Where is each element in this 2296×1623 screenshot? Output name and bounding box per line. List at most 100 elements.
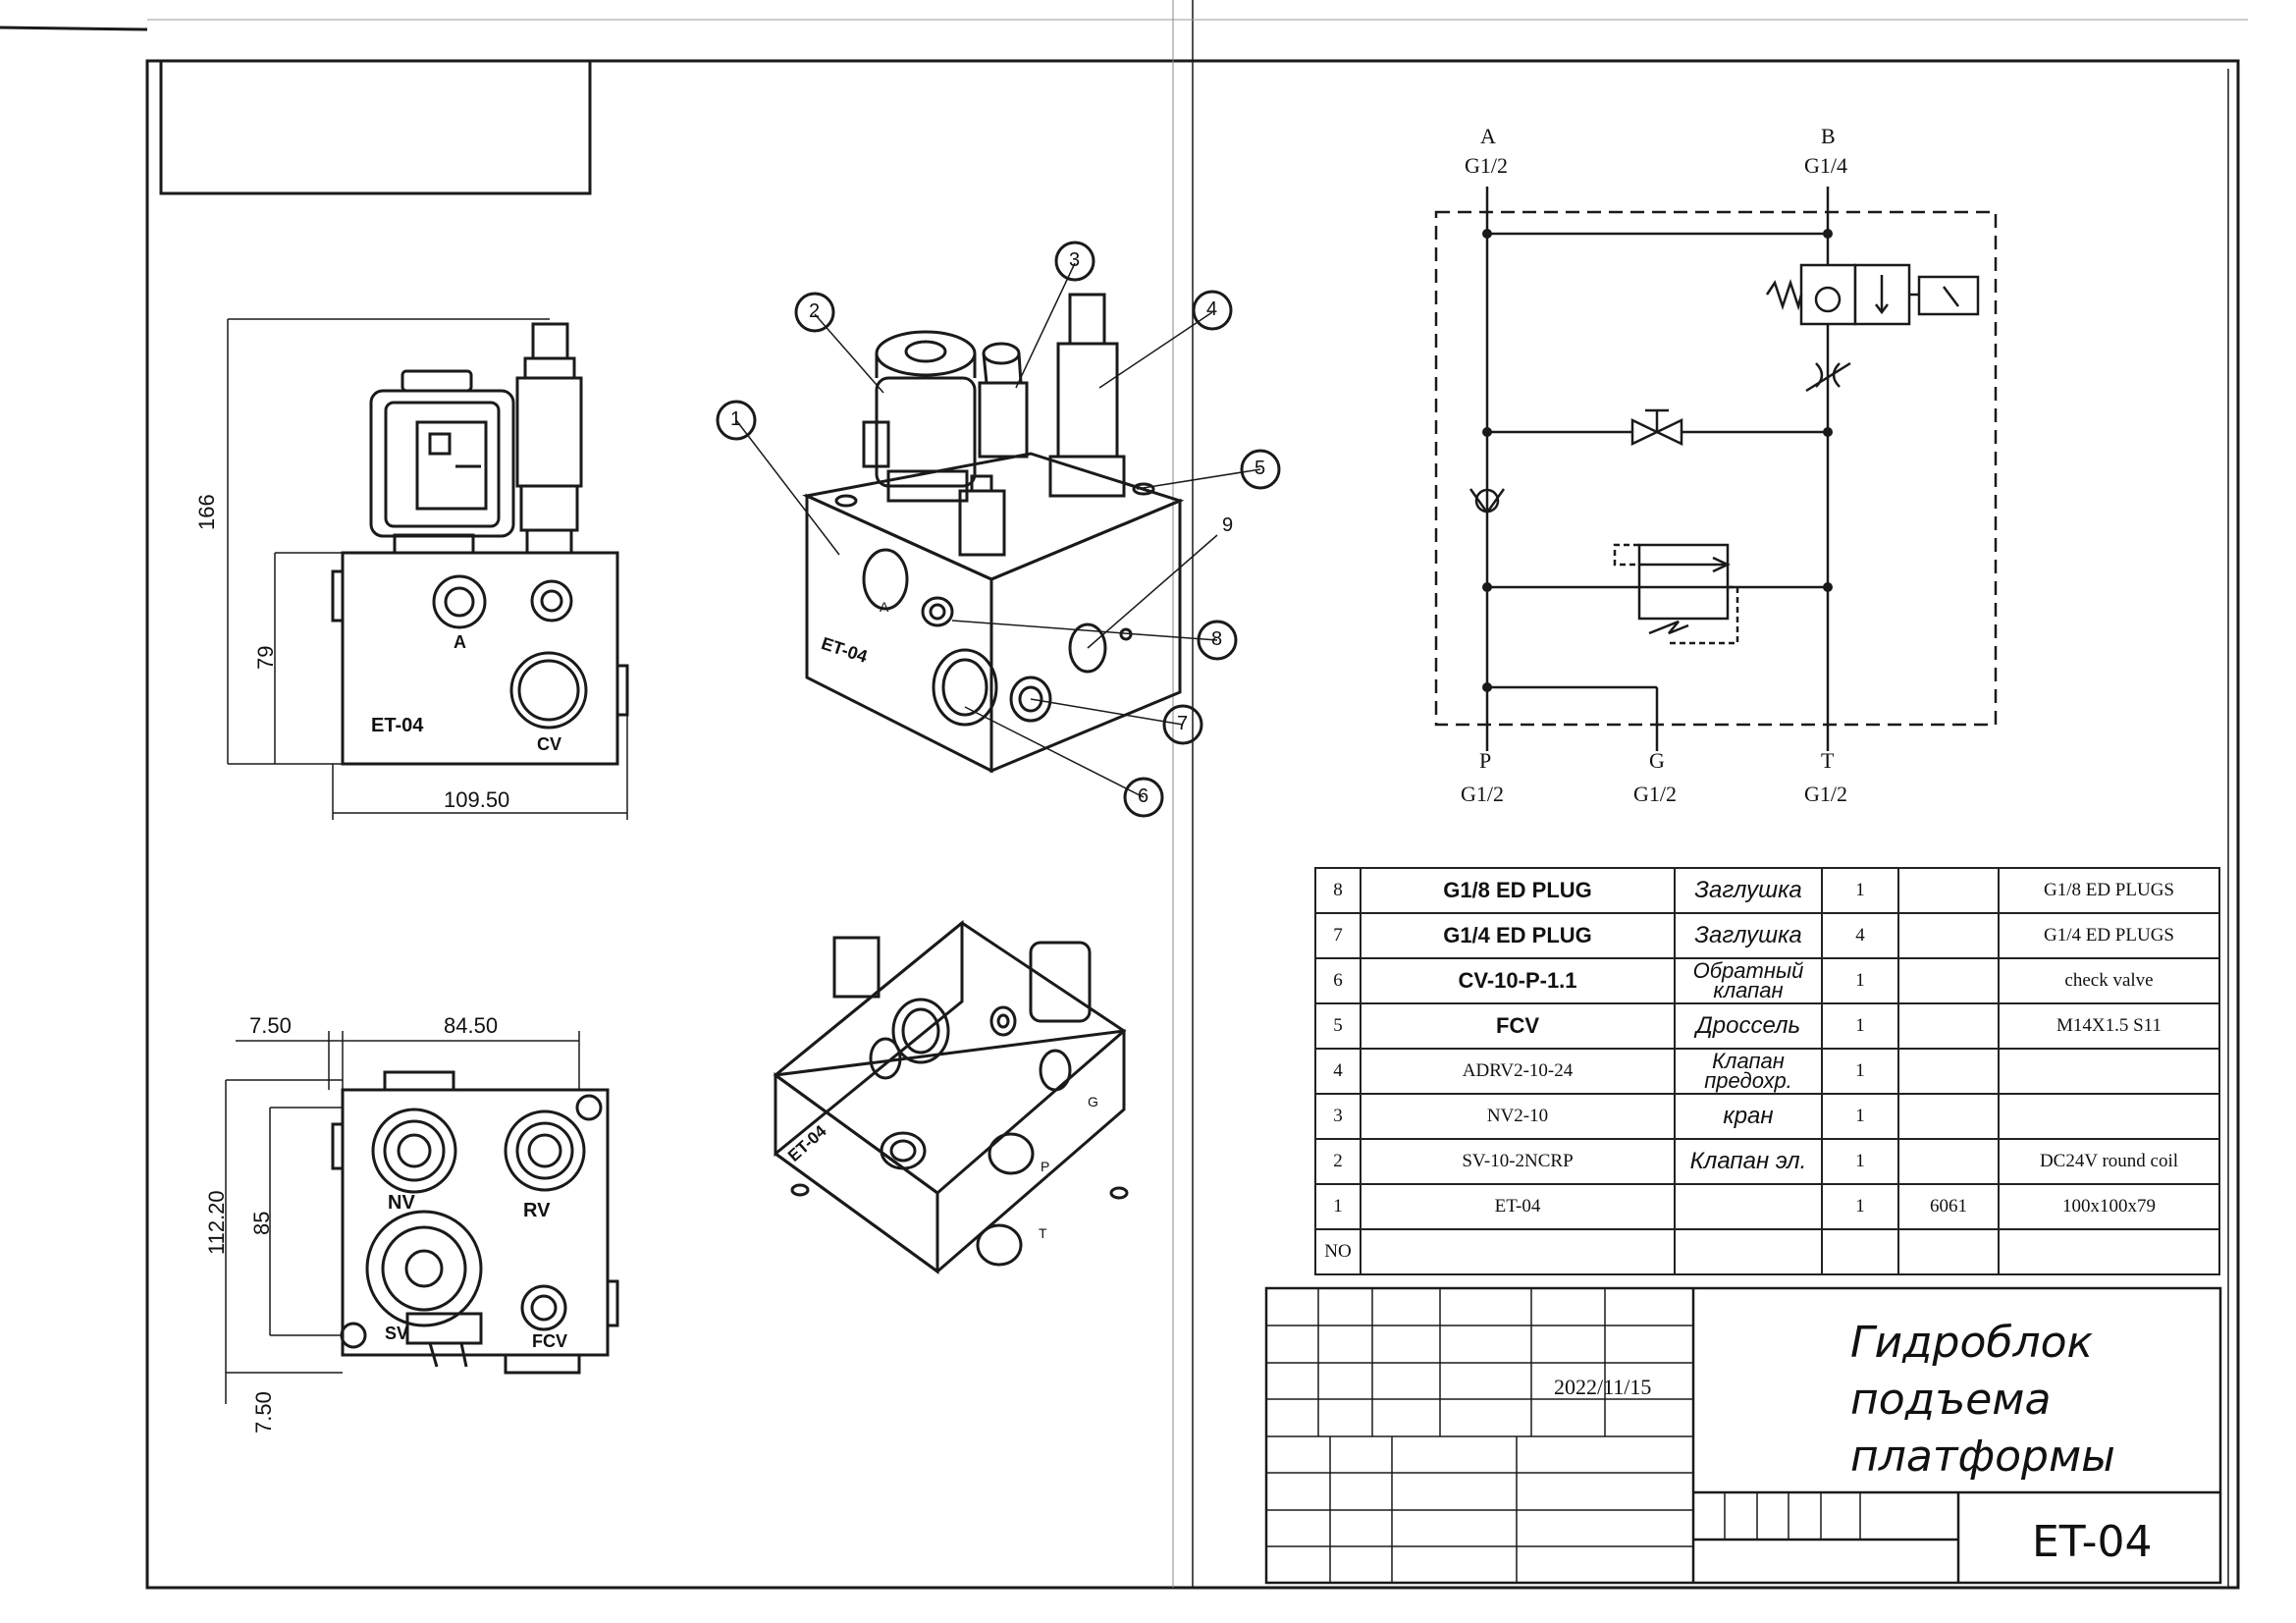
bom-note: G1/4 ED PLUGS [1998, 912, 2220, 959]
schematic-port-a: A [1480, 124, 1496, 148]
bom-qty: 1 [1821, 1183, 1899, 1230]
bom-material: 6061 [1897, 1183, 2000, 1230]
schematic-port-a-thread: G1/2 [1465, 153, 1508, 178]
bom-no: 2 [1314, 1138, 1362, 1185]
bom-empty [1360, 1228, 1676, 1275]
bom-qty: 1 [1821, 867, 1899, 914]
hydraulic-schematic [1434, 187, 1998, 751]
table-row: 6 CV-10-P-1.1 Обратный клапан 1 check va… [1314, 957, 2220, 1004]
bom-part: G1/4 ED PLUG [1360, 912, 1676, 959]
bom-empty [1674, 1228, 1823, 1275]
callout-9: 9 [1222, 514, 1234, 536]
bom-part: G1/8 ED PLUG [1360, 867, 1676, 914]
schematic-port-g: G [1649, 748, 1665, 773]
bom-qty: 1 [1821, 1002, 1899, 1050]
bom-qty: 1 [1821, 1048, 1899, 1095]
top-nv-label: NV [388, 1192, 415, 1214]
callout-7: 7 [1177, 713, 1189, 734]
table-row: 4 ADRV2-10-24 Клапан предохр. 1 [1314, 1048, 2220, 1095]
front-block-mark: ET-04 [371, 715, 424, 736]
corner-stamp-box [159, 59, 592, 195]
bom-header-no: NO [1314, 1228, 1362, 1275]
bom-qty: 1 [1821, 1093, 1899, 1140]
top-fcv-label: FCV [532, 1331, 567, 1351]
bom-material [1897, 957, 2000, 1004]
dim-top-left-offset: 7.50 [249, 1013, 292, 1038]
schematic-port-b-thread: G1/4 [1804, 153, 1847, 178]
bom-part: CV-10-P-1.1 [1360, 957, 1676, 1004]
isometric-view [716, 241, 1281, 818]
bom-note [1998, 1093, 2220, 1140]
dim-top-width: 84.50 [444, 1013, 499, 1038]
bom-table: 8 G1/8 ED PLUG Заглушка 1 G1/8 ED PLUGS … [1314, 867, 2220, 1275]
bom-qty: 1 [1821, 957, 1899, 1004]
schematic-port-t-thread: G1/2 [1804, 782, 1847, 806]
table-row: 7 G1/4 ED PLUG Заглушка 4 G1/4 ED PLUGS [1314, 912, 2220, 959]
bom-note [1998, 1048, 2220, 1095]
dim-top-height-inner: 85 [249, 1211, 274, 1235]
dim-front-width: 109.50 [444, 787, 510, 812]
bom-no: 6 [1314, 957, 1362, 1004]
drawing-number: ET-04 [2032, 1517, 2153, 1567]
front-view [227, 318, 629, 820]
bom-material [1897, 867, 2000, 914]
table-row: 2 SV-10-2NCRP Клапан эл. 1 DC24V round c… [1314, 1138, 2220, 1185]
bom-qty: 1 [1821, 1138, 1899, 1185]
front-port-cv-label: CV [537, 734, 562, 754]
iso-bottom-port-p: P [1041, 1159, 1050, 1174]
bom-empty [1821, 1228, 1899, 1275]
table-row: 8 G1/8 ED PLUG Заглушка 1 G1/8 ED PLUGS [1314, 867, 2220, 914]
bom-part: NV2-10 [1360, 1093, 1676, 1140]
bom-part: SV-10-2NCRP [1360, 1138, 1676, 1185]
table-row: 1 ET-04 1 6061 100x100x79 [1314, 1183, 2220, 1230]
title-block-date: 2022/11/15 [1554, 1375, 1652, 1399]
bom-name: Обратный клапан [1674, 957, 1823, 1004]
bom-material [1897, 1093, 2000, 1140]
bom-name: Клапан эл. [1674, 1138, 1823, 1185]
bom-empty [1897, 1228, 2000, 1275]
bom-no: 8 [1314, 867, 1362, 914]
dim-front-height-body: 79 [253, 645, 278, 670]
bom-name: Клапан предохр. [1674, 1048, 1823, 1095]
title-line-1: Гидроблок [1850, 1318, 2094, 1368]
bom-no: 4 [1314, 1048, 1362, 1095]
callout-1: 1 [730, 408, 742, 430]
title-line-3: платформы [1850, 1432, 2115, 1482]
schematic-port-p: P [1479, 748, 1492, 773]
top-view [225, 1031, 619, 1404]
bom-part: ADRV2-10-24 [1360, 1048, 1676, 1095]
bom-name: Заглушка [1674, 867, 1823, 914]
bom-material [1897, 1138, 2000, 1185]
table-row: 3 NV2-10 кран 1 [1314, 1093, 2220, 1140]
schematic-port-p-thread: G1/2 [1461, 782, 1504, 806]
bom-no: 3 [1314, 1093, 1362, 1140]
bom-empty [1998, 1228, 2220, 1275]
callout-3: 3 [1069, 249, 1081, 271]
table-row: NO [1314, 1228, 2220, 1275]
bom-note: G1/8 ED PLUGS [1998, 867, 2220, 914]
top-sv-label: SV [385, 1324, 409, 1343]
bom-name: Заглушка [1674, 912, 1823, 959]
table-row: 5 FCV Дроссель 1 M14X1.5 S11 [1314, 1002, 2220, 1050]
iso-port-a-label: A [880, 599, 889, 615]
bom-note: DC24V round coil [1998, 1138, 2220, 1185]
bom-material [1897, 1048, 2000, 1095]
bom-name [1674, 1183, 1823, 1230]
bom-name: Дроссель [1674, 1002, 1823, 1050]
bom-material [1897, 1002, 2000, 1050]
title-block [1264, 1286, 2222, 1585]
callout-6: 6 [1138, 785, 1149, 807]
bom-qty: 4 [1821, 912, 1899, 959]
schematic-port-t: T [1821, 748, 1835, 773]
bom-no: 7 [1314, 912, 1362, 959]
bom-note: M14X1.5 S11 [1998, 1002, 2220, 1050]
schematic-port-b: B [1821, 124, 1836, 148]
bom-name: кран [1674, 1093, 1823, 1140]
bom-note: check valve [1998, 957, 2220, 1004]
callout-4: 4 [1206, 298, 1218, 320]
callout-2: 2 [809, 300, 821, 322]
isometric-bottom-view [773, 919, 1129, 1274]
bom-no: 1 [1314, 1183, 1362, 1230]
schematic-port-g-thread: G1/2 [1633, 782, 1677, 806]
